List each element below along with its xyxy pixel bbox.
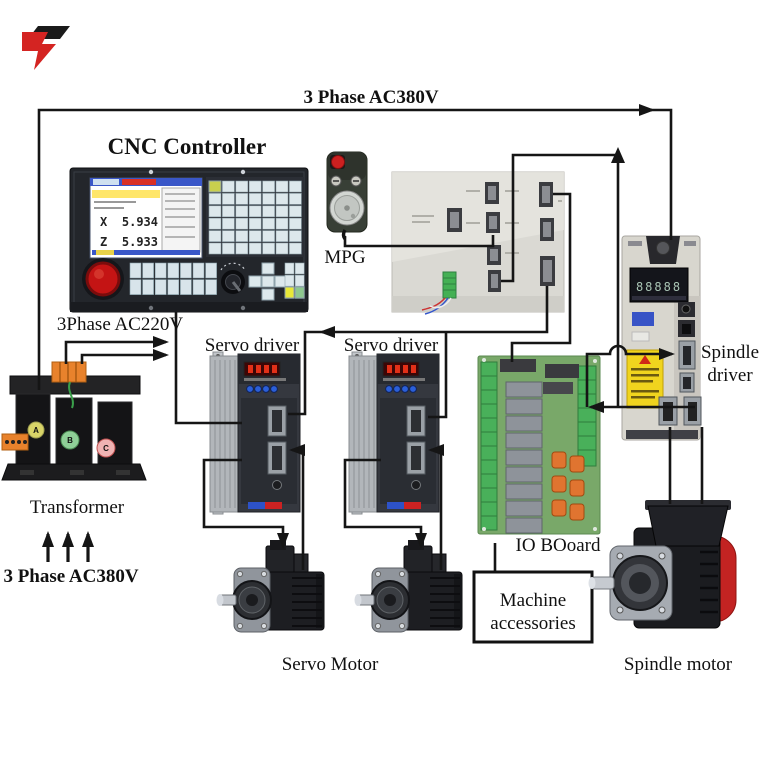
emergency-stop-button[interactable] <box>82 258 124 300</box>
spindle-driver-label-1: Spindle <box>701 342 759 363</box>
cnc-keypad[interactable] <box>206 177 304 257</box>
cnc-controller-title: CNC Controller <box>108 134 267 159</box>
wire-servo-cmd <box>319 286 549 338</box>
phase-a-badge <box>27 421 45 439</box>
axis-z-label: Z <box>100 235 107 249</box>
warning-label <box>626 349 664 409</box>
wire-ac380-top <box>37 104 655 390</box>
servo-driver-2 <box>348 351 440 515</box>
wire-cnc-to-spindle-a <box>501 153 616 283</box>
wire-cnc-to-ioboard <box>510 192 572 362</box>
relay-bank <box>505 381 543 534</box>
machine-accessories-label-2: accessories <box>490 613 575 634</box>
servo-driver-1-label: Servo driver <box>205 335 300 356</box>
io-board-label: IO BOoard <box>516 535 601 556</box>
spindle-connectors <box>658 302 702 426</box>
ac220-label: 3Phase AC220V <box>57 314 183 335</box>
mpg-label: MPG <box>324 247 365 268</box>
wire-spindle-ctrl <box>585 344 675 407</box>
spindle-driver: 88888 <box>621 235 702 441</box>
machine-accessories-label-1: Machine <box>500 590 566 611</box>
wire-d2-motor-power <box>343 458 427 549</box>
cnc-rear-panel <box>391 171 565 315</box>
cnc-arrow-keys[interactable] <box>248 262 288 301</box>
transformer-label: Transformer <box>30 497 125 518</box>
axis-x-value: 5.934 <box>122 215 158 229</box>
spindle-display-digits: 88888 <box>636 280 682 294</box>
feed-override-knob[interactable] <box>220 262 246 294</box>
phase-b-letter: B <box>67 436 73 445</box>
wire-servo-cmd-d1 <box>288 330 330 416</box>
wire-ac220-drop <box>174 312 242 425</box>
transformer: A B C <box>1 361 147 481</box>
cnc-controller-panel: X 5.934 Z 5.933 <box>69 167 309 313</box>
wire-m2-encoder <box>428 444 444 570</box>
cnc-edit-keys[interactable] <box>284 262 305 299</box>
servo-motor-2 <box>353 539 463 633</box>
servo-motor-1 <box>215 539 325 633</box>
spindle-motor-label: Spindle motor <box>624 654 733 675</box>
servo-driver-1 <box>209 351 301 515</box>
db-connector-icon <box>447 182 555 292</box>
wire-transformer-out-1 <box>64 336 169 364</box>
phase-a-letter: A <box>33 426 39 435</box>
phase-b-badge <box>60 430 80 450</box>
servo-motor-label: Servo Motor <box>282 654 379 675</box>
servo-driver-2-label: Servo driver <box>344 335 439 356</box>
capacitor-bank <box>551 451 585 521</box>
wire-d1-motor-power <box>202 458 289 549</box>
phase-c-badge <box>96 438 116 458</box>
transformer-top-terminal <box>51 361 87 383</box>
wire-transformer-out-2 <box>80 349 169 364</box>
spindle-motor <box>588 500 737 629</box>
cnc-function-keys[interactable] <box>129 262 217 295</box>
top-power-label: 3 Phase AC380V <box>303 87 438 108</box>
brand-logo-icon <box>22 26 70 70</box>
wire-m1-encoder <box>289 444 305 570</box>
axis-x-label: X <box>100 215 108 229</box>
io-terminal-plug <box>421 271 457 315</box>
wire-ac380-to-spindle <box>650 108 673 240</box>
wiring-lines <box>37 104 704 571</box>
cnc-screen: X 5.934 Z 5.933 <box>89 177 203 259</box>
bottom-power-label: 3 Phase AC380V <box>3 566 138 587</box>
spindle-driver-label-2: driver <box>707 365 753 386</box>
axis-z-value: 5.933 <box>122 235 158 249</box>
mpg-handwheel <box>326 151 368 241</box>
wire-mpg <box>343 235 495 248</box>
machine-accessories-box: Machine accessories <box>472 570 594 644</box>
io-board <box>477 355 601 535</box>
arrow-up-to-cnc <box>611 147 625 163</box>
phase-c-letter: C <box>103 444 109 453</box>
wire-servo-cmd-d2 <box>428 332 448 419</box>
